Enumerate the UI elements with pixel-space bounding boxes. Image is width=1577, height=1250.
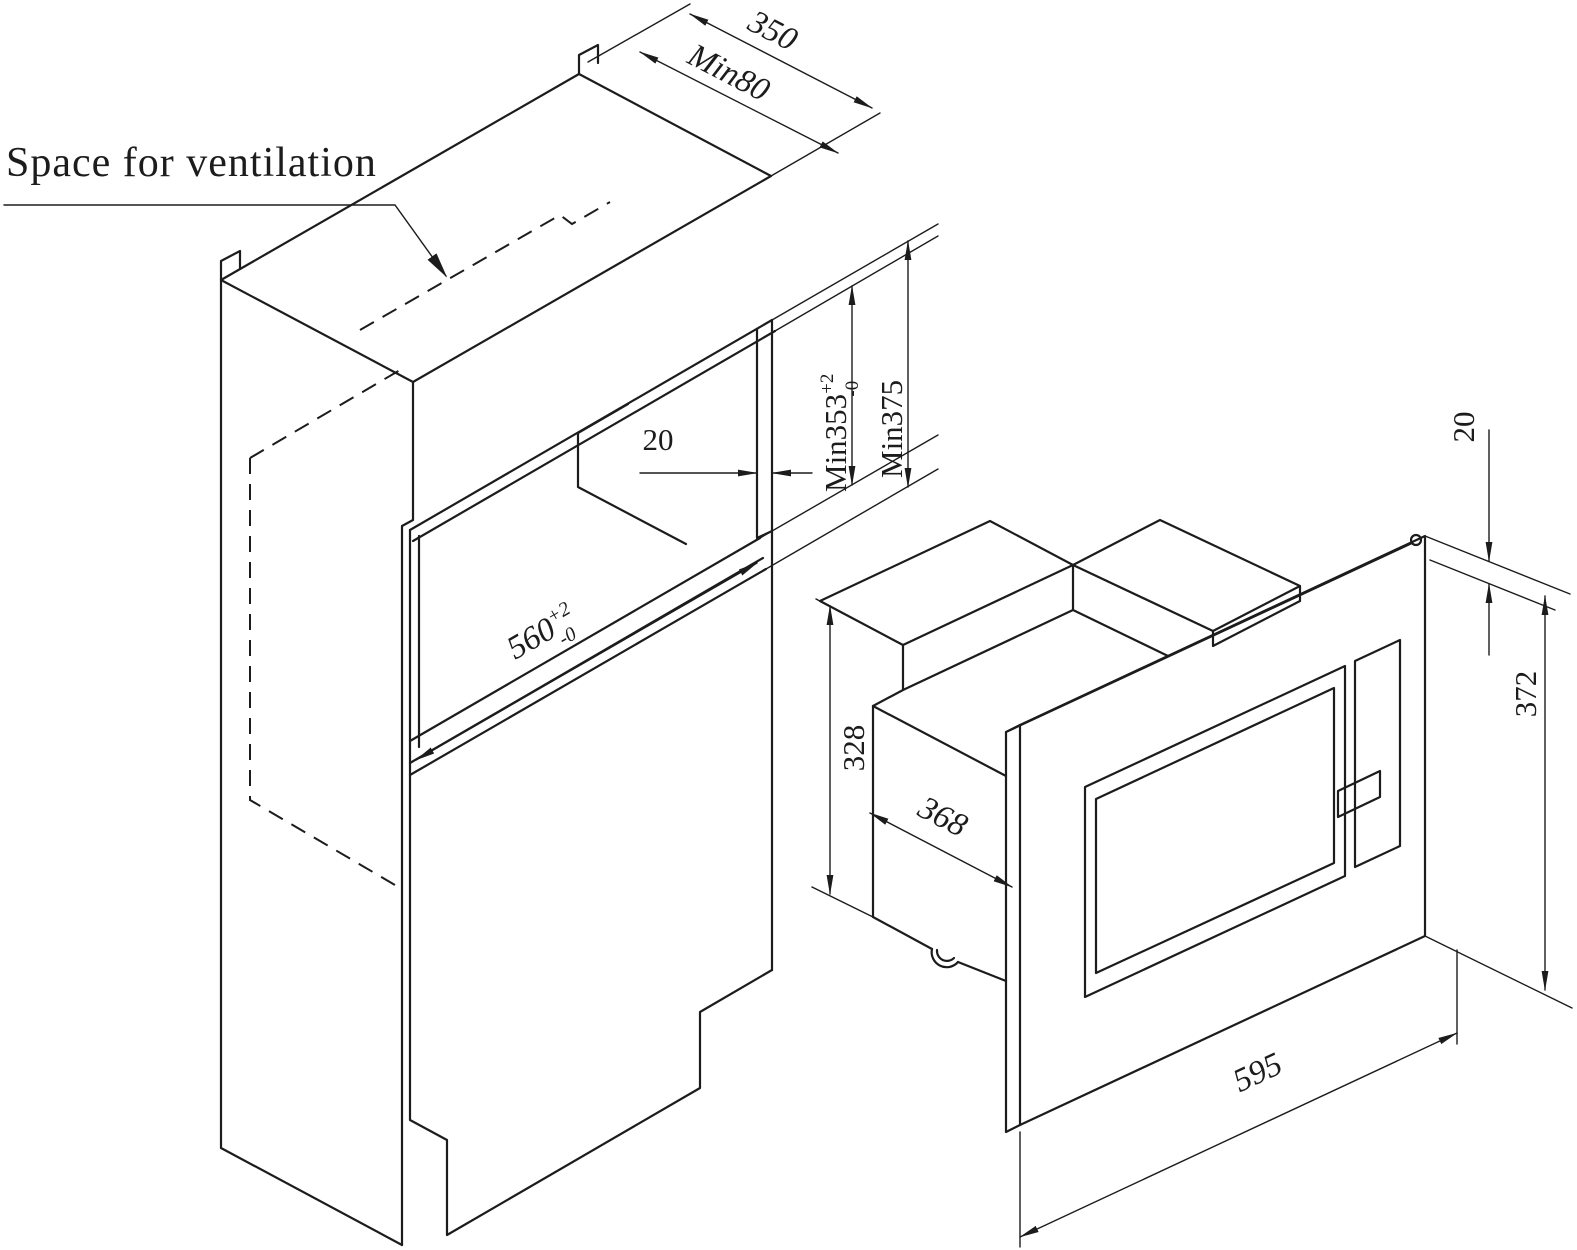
microwave-control-button — [1336, 769, 1382, 819]
cabinet-top-notch-left — [219, 249, 242, 282]
dim-595-label: 595 — [1228, 1046, 1288, 1100]
dim-595-line — [1019, 1032, 1458, 1238]
microwave-drawing — [818, 518, 1427, 1134]
ventilation-leader-line — [3, 204, 448, 278]
dimension-labels: Space for ventilation 350 Min80 Min353+2… — [6, 3, 1543, 1099]
microwave-control-panel — [1353, 638, 1402, 869]
cabinet-divider-panel — [755, 327, 774, 540]
dim-min375-label: Min375 — [874, 380, 909, 478]
dim-mw20-label: 20 — [1446, 412, 1481, 443]
cabinet-top-face — [219, 72, 773, 384]
cabinet-drawing — [219, 43, 777, 1247]
cabinet-niche-interior-edges — [576, 402, 688, 546]
dimension-linework — [3, 3, 1573, 1248]
cabinet-left-side-panel — [219, 278, 404, 1247]
microwave-top-duct-front — [818, 519, 1170, 708]
dim-368-line — [869, 812, 1013, 888]
cabinet-front-left-edge — [400, 380, 415, 1247]
microwave-door-window — [1083, 664, 1347, 999]
cabinet-top-notch-right — [577, 43, 600, 76]
dim-min353-label: Min353+2-0 — [817, 374, 863, 492]
cabinet-front-face-and-legs — [408, 528, 774, 1237]
microwave-body — [871, 704, 1008, 983]
dim-height-extensions-top — [771, 223, 939, 332]
cabinet-niche-floor-edge — [408, 536, 762, 743]
dim-560-line — [415, 562, 758, 761]
microwave-door-window-inner — [1094, 686, 1336, 975]
dim-350-label: 350 — [741, 3, 803, 58]
microwave-frame-thickness-edges — [1004, 541, 1414, 1134]
dim-372-label: 372 — [1508, 671, 1543, 718]
microwave-top-duct-rear — [1071, 518, 1302, 648]
dim-mw20-extensions — [1424, 535, 1571, 611]
microwave-foot — [930, 947, 960, 969]
dim-min80-line — [639, 51, 839, 154]
dim-328-label: 328 — [836, 725, 871, 772]
microwave-corner-screw — [1409, 533, 1423, 547]
ventilation-note: Space for ventilation — [6, 140, 377, 186]
dim-372-extension — [1424, 935, 1573, 1009]
dim-20-label: 20 — [643, 422, 674, 457]
dim-min80-label: Min80 — [681, 37, 775, 109]
microwave-front-frame — [1018, 534, 1427, 1127]
dim-368-label: 368 — [911, 789, 973, 844]
cabinet-hidden-edges — [249, 201, 611, 886]
cabinet-shelf-front-edges — [408, 556, 768, 777]
